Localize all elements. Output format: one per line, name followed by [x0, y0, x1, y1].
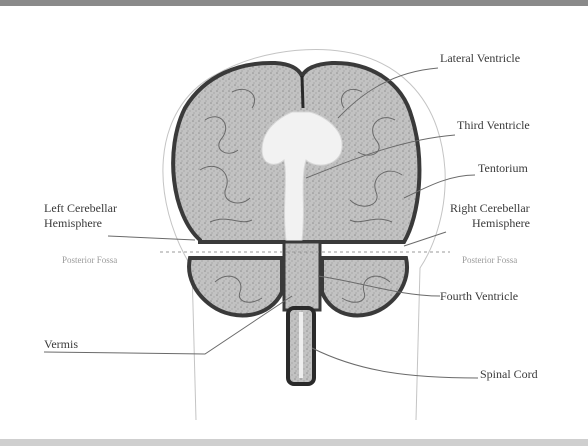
left-cerebellar-hemisphere [189, 258, 282, 315]
leader-spinal-cord [312, 348, 478, 378]
label-lateral-ventricle: Lateral Ventricle [440, 51, 520, 65]
label-tentorium: Tentorium [478, 161, 528, 175]
leader-right-cerebellar [404, 232, 446, 246]
label-right-cerebellar-2: Hemisphere [472, 216, 530, 230]
label-right-cerebellar-1: Right Cerebellar [450, 201, 530, 215]
label-left-cerebellar-1: Left Cerebellar [44, 201, 117, 215]
label-spinal-cord: Spinal Cord [480, 367, 538, 381]
label-posterior-fossa-left: Posterior Fossa [62, 255, 117, 265]
bottom-border [0, 439, 588, 446]
label-posterior-fossa-right: Posterior Fossa [462, 255, 517, 265]
label-fourth-ventricle: Fourth Ventricle [440, 289, 518, 303]
top-border [0, 0, 588, 6]
leader-left-cerebellar [108, 236, 195, 240]
label-left-cerebellar-2: Hemisphere [44, 216, 102, 230]
label-vermis: Vermis [44, 337, 78, 351]
brainstem [284, 242, 320, 310]
label-third-ventricle: Third Ventricle [457, 118, 530, 132]
right-cerebellar-hemisphere [322, 258, 407, 315]
